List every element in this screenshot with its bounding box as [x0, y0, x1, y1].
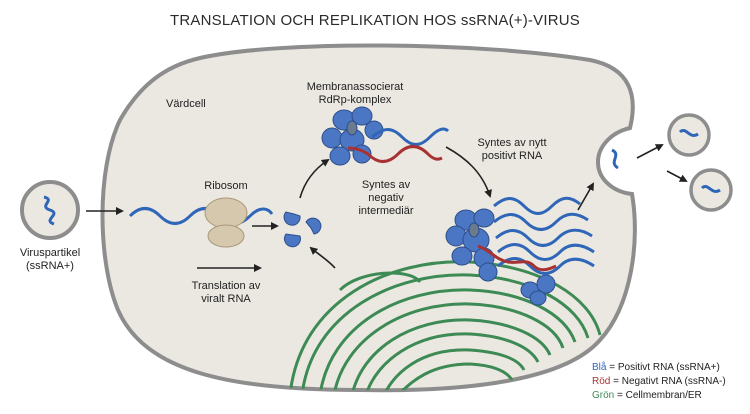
label-translation: Translation av viralt RNA [178, 280, 274, 306]
rdrp-complex-top [321, 106, 384, 166]
budding-rna [611, 148, 619, 170]
legend-text-positive: = Positivt RNA (ssRNA+) [606, 362, 720, 373]
label-negative-synthesis-line1: Syntes av [361, 179, 411, 191]
label-ribosome: Ribosom [204, 180, 248, 192]
label-virus-particle-line2: (ssRNA+) [26, 260, 74, 272]
released-virion-1 [667, 113, 711, 157]
legend-text-membrane: = Cellmembran/ER [614, 390, 702, 401]
host-cell [100, 43, 637, 393]
label-positive-synthesis-line2: positivt RNA [481, 150, 543, 162]
label-host-cell: Värdcell [166, 98, 206, 110]
label-positive-synthesis-line1: Syntes av nytt [477, 137, 547, 149]
virus-particle [20, 180, 80, 240]
arrow-er-to-proteins [309, 246, 336, 269]
arrow-release-1 [636, 144, 664, 159]
diagram-title: TRANSLATION OCH REPLIKATION HOS ssRNA(+)… [170, 12, 580, 29]
legend-text-negative: = Negativt RNA (ssRNA-) [610, 376, 726, 387]
ribosome [204, 197, 248, 248]
legend-key-positive: Blå [592, 362, 607, 373]
legend-key-membrane: Grön [592, 390, 615, 401]
protein-fragments [283, 211, 322, 248]
legend-key-negative: Röd [592, 376, 611, 387]
label-translation-line2: viralt RNA [201, 293, 251, 305]
arrow-release-2 [666, 170, 688, 182]
label-virus-particle: Viruspartikel (ssRNA+) [4, 247, 96, 273]
positive-rna-top [371, 127, 450, 146]
arrows [86, 144, 688, 272]
released-virion-2 [689, 168, 733, 212]
label-negative-synthesis-line2: negativ [368, 192, 404, 204]
label-positive-synthesis: Syntes av nytt positivt RNA [464, 137, 560, 163]
arrow-to-replication [445, 146, 492, 198]
arrow-to-complex [299, 158, 330, 199]
rdrp-complex-bottom [445, 208, 498, 282]
legend: Blå = Positivt RNA (ssRNA+) Röd = Negati… [592, 361, 726, 403]
arrow-to-release [577, 182, 594, 211]
negative-rna-top [347, 145, 443, 163]
label-rdrp-complex: Membranassocierat RdRp-komplex [300, 81, 410, 107]
genomic-rna [128, 207, 274, 225]
legend-item-positive: Blå = Positivt RNA (ssRNA+) [592, 361, 726, 375]
label-rdrp-complex-line2: RdRp-komplex [318, 94, 392, 106]
rdrp-complex-membrane [520, 274, 556, 306]
legend-item-negative: Röd = Negativt RNA (ssRNA-) [592, 375, 726, 389]
new-positive-rna-strands [493, 196, 595, 275]
legend-item-membrane: Grön = Cellmembran/ER [592, 389, 726, 403]
label-translation-line1: Translation av [191, 280, 261, 292]
label-negative-synthesis: Syntes av negativ intermediär [346, 179, 426, 218]
negative-rna-bottom [477, 244, 557, 272]
label-negative-synthesis-line3: intermediär [358, 205, 414, 217]
label-rdrp-complex-line1: Membranassocierat [306, 81, 404, 93]
label-virus-particle-line1: Viruspartikel [19, 247, 81, 259]
er-vesicle [338, 271, 422, 292]
